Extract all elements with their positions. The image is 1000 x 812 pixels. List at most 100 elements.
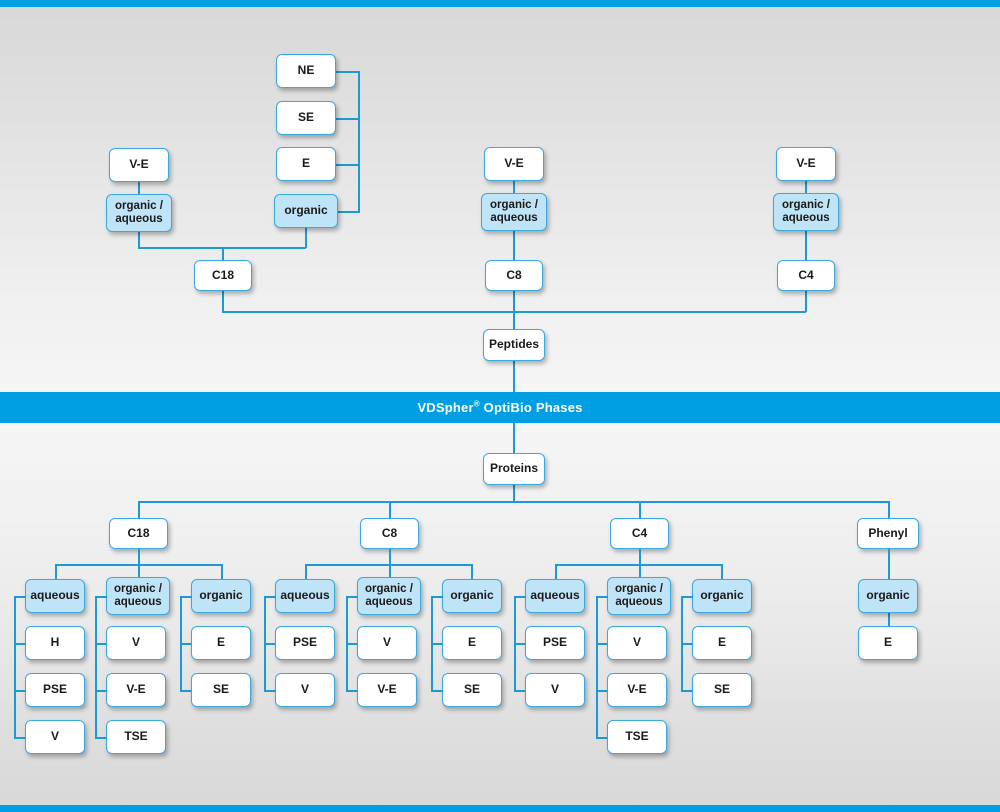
node-label: V	[300, 682, 309, 697]
link-bus-to-c18-top	[222, 247, 224, 261]
node-c8-organic-aqueous[interactable]: organic / aqueous	[357, 577, 421, 615]
node-label: V-E	[627, 682, 647, 697]
node-phenyl-organic[interactable]: organic	[858, 579, 918, 613]
node-c4-aq-pse[interactable]: PSE	[525, 626, 585, 660]
node-label: Phenyl	[868, 525, 908, 540]
node-label: TSE	[124, 729, 148, 744]
link-c4-to-orgaq	[639, 564, 641, 579]
node-c18-o-e[interactable]: E	[191, 626, 251, 660]
node-proteins[interactable]: Proteins	[483, 453, 545, 485]
stub-c18-oa-3	[95, 737, 107, 739]
node-c18-oa-v[interactable]: V	[106, 626, 166, 660]
link-c4-down-peptides	[805, 290, 807, 312]
node-top-c8[interactable]: C8	[485, 260, 543, 291]
node-c8-o-e[interactable]: E	[442, 626, 502, 660]
stub-c8-oa-2	[346, 690, 358, 692]
node-label: SE	[463, 682, 480, 697]
node-c4-organic-aqueous[interactable]: organic / aqueous	[607, 577, 671, 615]
node-top-c18[interactable]: C18	[194, 260, 252, 291]
node-c8-aqueous[interactable]: aqueous	[275, 579, 335, 613]
node-phenyl-o-e[interactable]: E	[858, 626, 918, 660]
node-label: V	[382, 635, 391, 650]
node-label: Proteins	[489, 461, 538, 476]
stub-c8-o-2	[431, 690, 443, 692]
node-label: C18	[127, 525, 150, 540]
node-top-c4-organic-aqueous[interactable]: organic / aqueous	[773, 193, 839, 231]
stub-c8-aq-1	[264, 643, 276, 645]
node-label: organic	[450, 588, 494, 603]
link-orgaq-down-c18	[138, 231, 140, 248]
node-c18-aq-v[interactable]: V	[25, 720, 85, 754]
node-label: aqueous	[530, 588, 580, 603]
node-top-c18-organic-aqueous[interactable]: organic / aqueous	[106, 194, 172, 232]
link-organic-to-bus	[336, 211, 360, 213]
node-c4-aq-v[interactable]: V	[525, 673, 585, 707]
node-top-c18-e[interactable]: E	[276, 147, 336, 181]
node-c4-o-e[interactable]: E	[692, 626, 752, 660]
node-c8-aq-v[interactable]: V	[275, 673, 335, 707]
node-c4-aqueous[interactable]: aqueous	[525, 579, 585, 613]
node-label: organic / aqueous	[115, 199, 163, 225]
node-c18-organic-aqueous[interactable]: organic / aqueous	[106, 577, 170, 615]
node-c18-oa-ve[interactable]: V-E	[106, 673, 166, 707]
node-proteins-c4[interactable]: C4	[610, 518, 669, 549]
stub-c4-oa-3	[596, 737, 608, 739]
bus-c8-modes	[305, 564, 472, 566]
link-ve-to-orgaq-c4	[805, 181, 807, 194]
stub-c4-aqueous-head	[514, 596, 526, 598]
stub-c4-o-1	[681, 643, 693, 645]
node-c18-aqueous[interactable]: aqueous	[25, 579, 85, 613]
registered-mark-icon: ®	[473, 399, 480, 409]
node-c18-aq-pse[interactable]: PSE	[25, 673, 85, 707]
node-top-c18-ne[interactable]: NE	[276, 54, 336, 88]
node-top-c18-se[interactable]: SE	[276, 101, 336, 135]
link-c8-to-organic	[471, 564, 473, 579]
banner-title: VDSpher® OptiBio Phases	[417, 400, 582, 415]
node-label: organic / aqueous	[114, 582, 162, 608]
node-proteins-c8[interactable]: C8	[360, 518, 419, 549]
node-top-c4[interactable]: C4	[777, 260, 835, 291]
node-peptides[interactable]: Peptides	[483, 329, 545, 361]
node-top-c8-organic-aqueous[interactable]: organic / aqueous	[481, 193, 547, 231]
node-c8-oa-ve[interactable]: V-E	[357, 673, 417, 707]
node-label: V	[632, 635, 641, 650]
stub-c8-orgaq-head	[346, 596, 358, 598]
link-c18-to-organic	[221, 564, 223, 579]
node-label: E	[216, 635, 225, 650]
stub-c4-orgaq-head	[596, 596, 608, 598]
stub-c18-aqueous-head	[14, 596, 26, 598]
node-top-c8-ve[interactable]: V-E	[484, 147, 544, 181]
node-top-c4-ve[interactable]: V-E	[776, 147, 836, 181]
node-c18-oa-tse[interactable]: TSE	[106, 720, 166, 754]
node-label: V	[131, 635, 140, 650]
node-proteins-phenyl[interactable]: Phenyl	[857, 518, 919, 549]
node-c4-oa-tse[interactable]: TSE	[607, 720, 667, 754]
node-proteins-c18[interactable]: C18	[109, 518, 168, 549]
stub-c18-aq-1	[14, 643, 26, 645]
node-c8-aq-pse[interactable]: PSE	[275, 626, 335, 660]
node-label: NE	[297, 63, 315, 78]
node-c4-oa-v[interactable]: V	[607, 626, 667, 660]
stub-c4-aq-2	[514, 690, 526, 692]
node-c18-aq-h[interactable]: H	[25, 626, 85, 660]
node-c18-o-se[interactable]: SE	[191, 673, 251, 707]
node-c4-organic[interactable]: organic	[692, 579, 752, 613]
brand-banner: VDSpher® OptiBio Phases	[0, 392, 1000, 423]
node-label: V	[550, 682, 559, 697]
node-label: SE	[212, 682, 229, 697]
stub-c4-aq-1	[514, 643, 526, 645]
node-c4-o-se[interactable]: SE	[692, 673, 752, 707]
node-label: organic / aqueous	[782, 198, 830, 224]
node-label: C4	[798, 267, 814, 282]
stub-c4-oa-2	[596, 690, 608, 692]
bus-c18-orgaq	[95, 596, 97, 737]
node-top-c18-ve[interactable]: V-E	[109, 148, 169, 182]
node-top-c18-organic[interactable]: organic	[274, 194, 338, 228]
node-c4-oa-ve[interactable]: V-E	[607, 673, 667, 707]
node-c8-oa-v[interactable]: V	[357, 626, 417, 660]
link-c4-down	[639, 549, 641, 565]
node-c8-organic[interactable]: organic	[442, 579, 502, 613]
stub-c18-oa-2	[95, 690, 107, 692]
node-c8-o-se[interactable]: SE	[442, 673, 502, 707]
node-c18-organic[interactable]: organic	[191, 579, 251, 613]
